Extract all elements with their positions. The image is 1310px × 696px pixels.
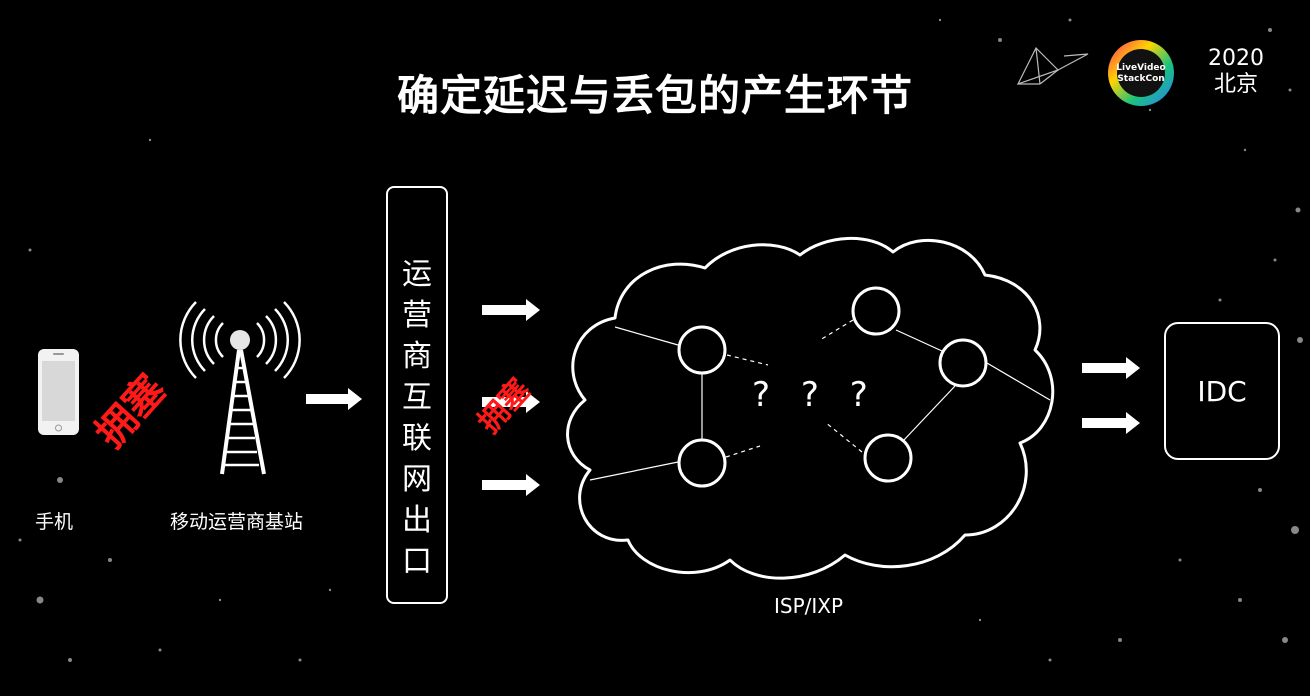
phone-label: 手机 xyxy=(35,511,74,533)
carrier-exit-label: 运营商互联网出口 xyxy=(402,257,432,579)
dashed-links xyxy=(725,319,863,458)
event-year-city: 2020 北京 xyxy=(1196,46,1276,98)
isp-ixp-label: ISP/IXP xyxy=(774,594,844,618)
node-links xyxy=(589,326,1051,481)
arrow-tower-to-exit xyxy=(306,388,362,410)
arrow-exit-to-cloud-1 xyxy=(482,299,540,321)
event-city: 北京 xyxy=(1213,72,1258,97)
arrow-cloud-to-idc-1 xyxy=(1082,357,1140,379)
network-nodes xyxy=(677,286,988,488)
arrow-exit-to-cloud-2 xyxy=(482,391,540,413)
arrows xyxy=(306,299,1140,496)
cloud-shape xyxy=(566,236,1055,580)
base-station-label: 移动运营商基站 xyxy=(170,511,304,533)
cell-tower-icon xyxy=(179,301,301,475)
slide-title: 确定延迟与丢包的产生环节 xyxy=(396,71,913,120)
idc-label: IDC xyxy=(1197,374,1247,408)
arrow-exit-to-cloud-3 xyxy=(482,474,540,496)
carrier-exit-box: 运营商互联网出口 xyxy=(386,186,448,604)
unknown-path-marks: ? ? ? xyxy=(752,375,878,415)
idc-box: IDC xyxy=(1164,322,1280,460)
conference-logo-icon: LiveVideo StackCon xyxy=(1108,40,1174,106)
arrow-cloud-to-idc-2 xyxy=(1082,412,1140,434)
svg-text:StackCon: StackCon xyxy=(1117,74,1164,84)
phone-icon xyxy=(38,349,79,435)
event-year: 2020 xyxy=(1208,46,1264,71)
svg-text:LiveVideo: LiveVideo xyxy=(1116,63,1165,73)
prism-logo-icon xyxy=(1016,46,1089,86)
